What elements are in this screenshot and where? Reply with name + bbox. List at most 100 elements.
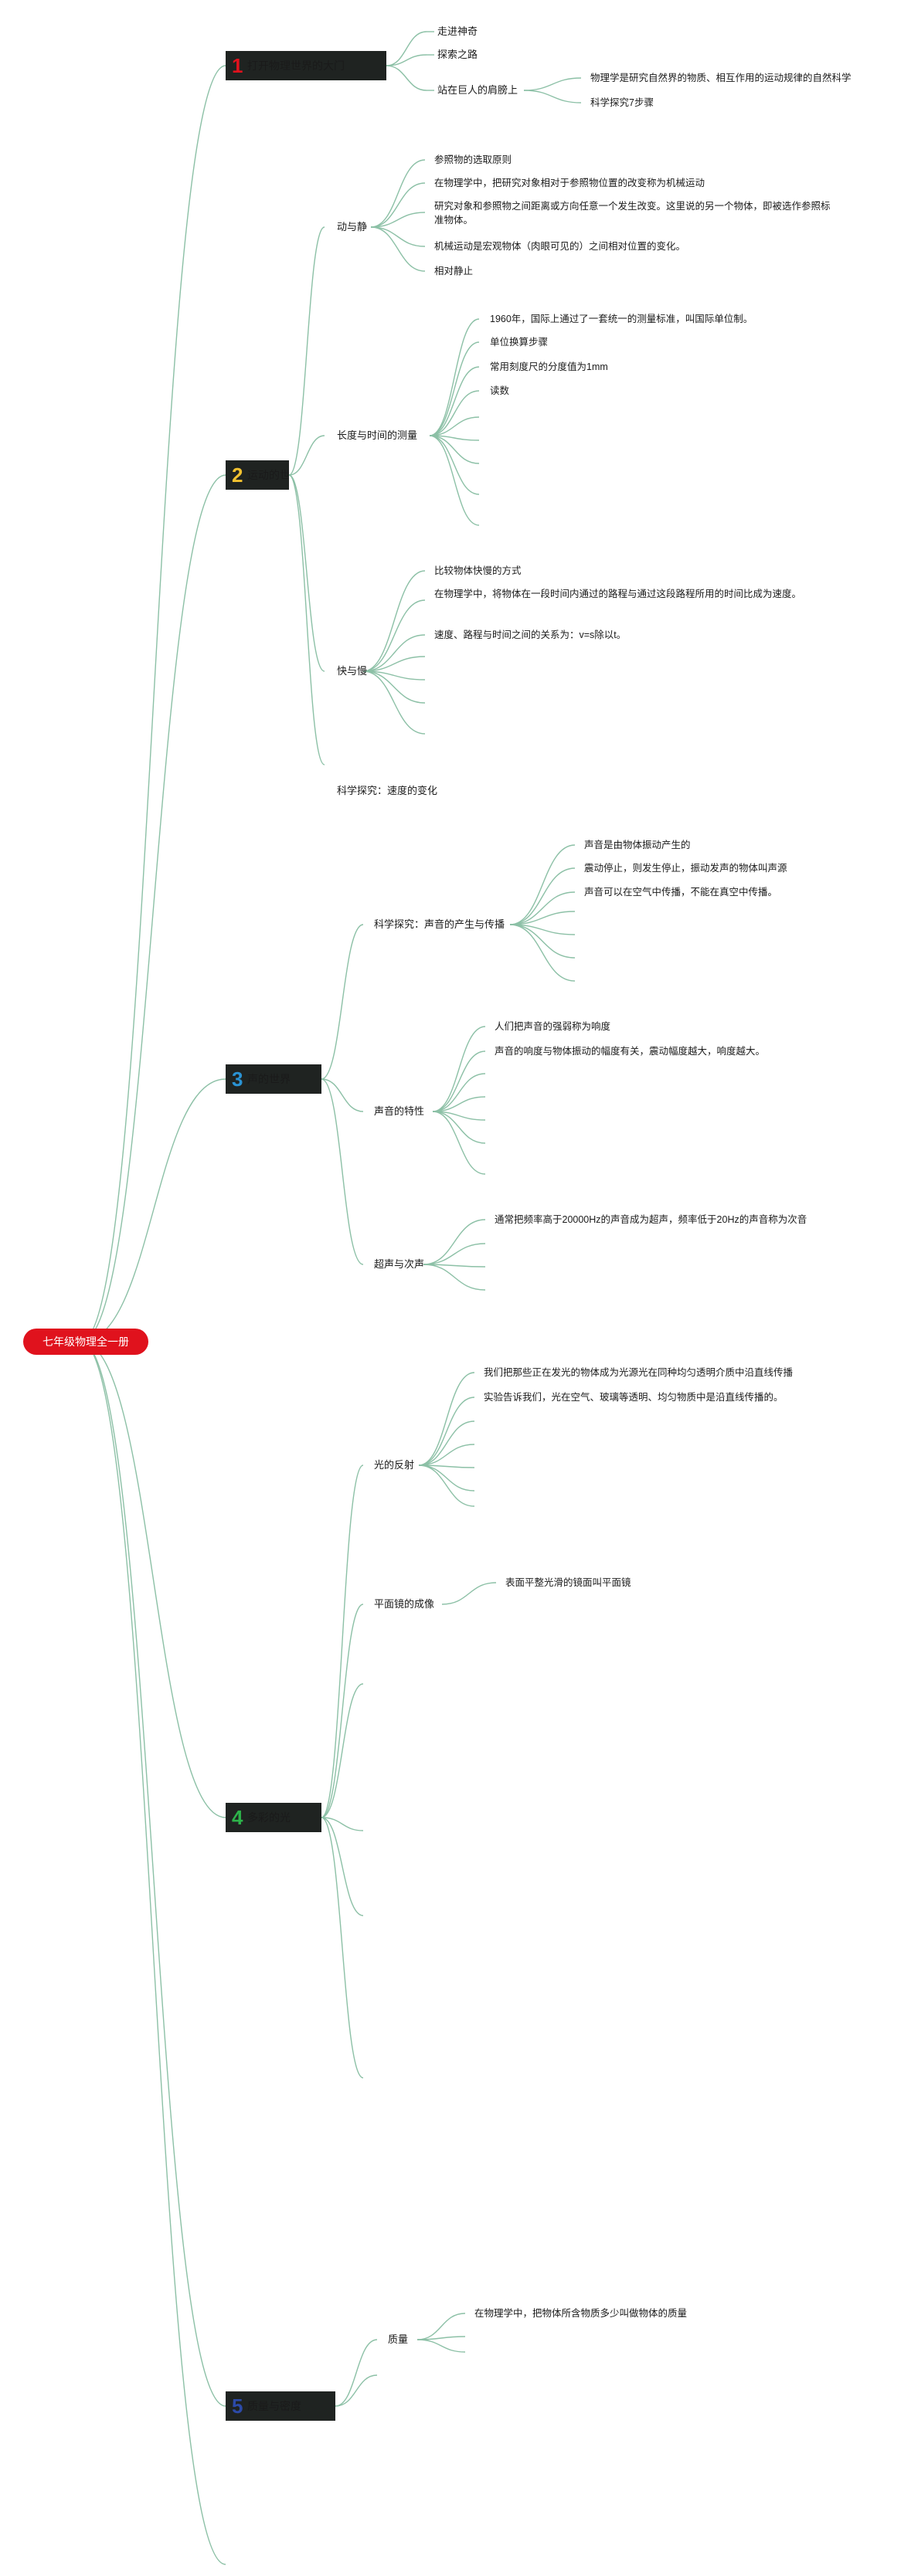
connector-line-3 — [80, 1078, 226, 1342]
connector-line-21 — [370, 212, 426, 228]
ch2-topic-speed[interactable]: 快与慢 — [337, 665, 368, 677]
connector-line-63 — [321, 1683, 364, 1818]
connector-line-32 — [429, 435, 480, 526]
connector-line-59 — [423, 1264, 486, 1268]
ch3-topic-production[interactable]: 科学探究：声音的产生与传播 — [374, 918, 505, 930]
ch2-speed-leaf-2: 在物理学中，将物体在一段时间内通过的路程与通过这段路程所用的时间比成为速度。 — [434, 589, 802, 599]
connector-line-28 — [429, 416, 480, 436]
ch2-topic-measure[interactable]: 长度与时间的测量 — [337, 429, 418, 441]
ch5-topic-mass[interactable]: 质量 — [388, 2333, 409, 2345]
connector-line-72 — [418, 1464, 475, 1492]
connector-line-19 — [370, 159, 426, 228]
chapter-2-number: 2 — [232, 463, 243, 487]
chapter-5-number: 5 — [232, 2394, 243, 2418]
connector-line-74 — [441, 1582, 497, 1605]
connector-line-22 — [370, 226, 426, 247]
connector-line-38 — [362, 670, 426, 704]
ch3-traits-leaf-2: 声音的响度与物体振动的幅度有关，震动幅度越大，响度越大。 — [495, 1046, 766, 1057]
connector-line-55 — [432, 1111, 486, 1144]
connector-line-70 — [418, 1444, 475, 1466]
connector-line-39 — [362, 670, 426, 735]
ch2-speed-leaf-1: 比较物体快慢的方式 — [434, 565, 522, 576]
ch2-speed-leaf-3: 速度、路程与时间之间的关系为：v=s除以t。 — [434, 630, 627, 640]
chapter-4-number: 4 — [232, 1806, 243, 1829]
ch2-measure-leaf-4: 读数 — [490, 385, 510, 396]
ch1-item-2[interactable]: 探索之路 — [437, 49, 478, 60]
connector-line-61 — [321, 1464, 364, 1818]
connector-line-56 — [432, 1111, 486, 1175]
ch4-mirror-leaf-1: 表面平整光滑的镜面叫平面镜 — [505, 1577, 631, 1588]
connector-line-7 — [386, 31, 427, 66]
connector-line-47 — [509, 924, 576, 935]
connector-line-42 — [321, 1078, 364, 1265]
chapter-4-node[interactable]: 4 多彩的光 — [226, 1803, 321, 1832]
connector-line-40 — [321, 924, 364, 1080]
connector-line-6 — [80, 1341, 226, 2565]
connector-line-48 — [509, 924, 576, 959]
connector-line-50 — [432, 1026, 486, 1112]
ch2-measure-leaf-2: 单位换算步骤 — [490, 337, 549, 348]
connector-line-58 — [423, 1243, 486, 1265]
connector-line-60 — [423, 1264, 486, 1291]
connector-line-49 — [509, 924, 576, 982]
connector-line-26 — [429, 366, 480, 436]
connector-line-67 — [418, 1372, 475, 1466]
connector-line-45 — [509, 891, 576, 925]
ch3-topic-traits[interactable]: 声音的特性 — [374, 1105, 425, 1117]
connector-line-24 — [429, 318, 480, 436]
chapter-3-number: 3 — [232, 1067, 243, 1091]
ch3-traits-leaf-1: 人们把声音的强弱称为响度 — [495, 1021, 611, 1032]
connector-line-9 — [386, 65, 427, 91]
connector-line-57 — [423, 1219, 486, 1265]
connector-line-78 — [416, 2336, 466, 2340]
connector-line-43 — [509, 844, 576, 925]
ch1-item-1[interactable]: 走进神奇 — [437, 25, 478, 37]
root-node[interactable]: 七年级物理全一册 — [23, 1329, 148, 1355]
connector-line-34 — [362, 599, 426, 672]
chapter-3-node[interactable]: 3 声的世界 — [226, 1064, 321, 1094]
connector-line-13 — [523, 77, 582, 91]
chapter-5-node[interactable]: 5 质量与密度 — [226, 2391, 335, 2421]
connector-line-62 — [321, 1604, 364, 1818]
connector-line-53 — [432, 1096, 486, 1112]
connector-line-31 — [429, 435, 480, 495]
chapter-3-title: 声的世界 — [247, 1073, 291, 1085]
ch4-topic-mirror[interactable]: 平面镜的成像 — [374, 1598, 435, 1610]
ch2-topic-inquiry[interactable]: 科学探究：速度的变化 — [337, 785, 438, 796]
chapter-2-title: 运动的世界 — [247, 469, 289, 481]
connector-line-35 — [362, 634, 426, 672]
ch3-production-leaf-3: 声音可以在空气中传播，不能在真空中传播。 — [584, 887, 778, 898]
ch2-measure-leaf-1: 1960年，国际上通过了一套统一的测量标准，叫国际单位制。 — [490, 314, 753, 324]
ch2-motion-leaf-1: 参照物的选取原则 — [434, 154, 512, 165]
ch2-motion-leaf-2: 在物理学中，把研究对象相对于参照物位置的改变称为机械运动 — [434, 178, 705, 188]
ch2-motion-leaf-5: 相对静止 — [434, 266, 474, 277]
connector-line-64 — [321, 1817, 364, 1831]
connector-line-51 — [432, 1050, 486, 1112]
ch2-motion-leaf-3: 研究对象和参照物之间距离或方向任意一个发生改变。这里说的另一个物体，即被选作参照… — [434, 201, 831, 226]
connector-line-75 — [335, 2339, 378, 2407]
ch3-production-leaf-2: 震动停止，则发生停止，振动发声的物体叫声源 — [584, 863, 787, 874]
chapter-1-node[interactable]: 1 打开物理世界的大门 — [226, 51, 386, 80]
ch3-topic-ultra[interactable]: 超声与次声 — [374, 1258, 425, 1270]
connector-line-1 — [80, 65, 226, 1342]
chapter-2-node[interactable]: 2 运动的世界 — [226, 460, 289, 490]
ch3-production-leaf-1: 声音是由物体振动产生的 — [584, 840, 691, 850]
ch1-leaf-1: 物理学是研究自然界的物质、相互作用的运动规律的自然科学 — [590, 73, 852, 83]
connector-line-36 — [362, 656, 426, 672]
chapter-1-number: 1 — [232, 54, 243, 77]
connector-line-44 — [509, 867, 576, 925]
connector-line-68 — [418, 1397, 475, 1466]
connector-line-73 — [418, 1464, 475, 1507]
connector-line-69 — [418, 1420, 475, 1466]
ch1-leaf-2: 科学探究7步骤 — [590, 97, 654, 108]
ch4-topic-reflection[interactable]: 光的反射 — [374, 1459, 415, 1471]
ch5-mass-leaf-1: 在物理学中，把物体所含物质多少叫做物体的质量 — [474, 2308, 688, 2319]
connector-line-79 — [416, 2339, 466, 2353]
ch1-item-3[interactable]: 站在巨人的肩膀上 — [437, 84, 518, 96]
connector-line-27 — [429, 390, 480, 436]
ch2-motion-leaf-4: 机械运动是宏观物体（肉眼可见的）之间相对位置的变化。 — [434, 241, 686, 252]
ch2-topic-motion[interactable]: 动与静 — [337, 221, 368, 232]
connector-line-76 — [335, 2374, 378, 2407]
ch4-reflection-leaf-2: 实验告诉我们，光在空气、玻璃等透明、均匀物质中是沿直线传播的。 — [484, 1392, 784, 1403]
